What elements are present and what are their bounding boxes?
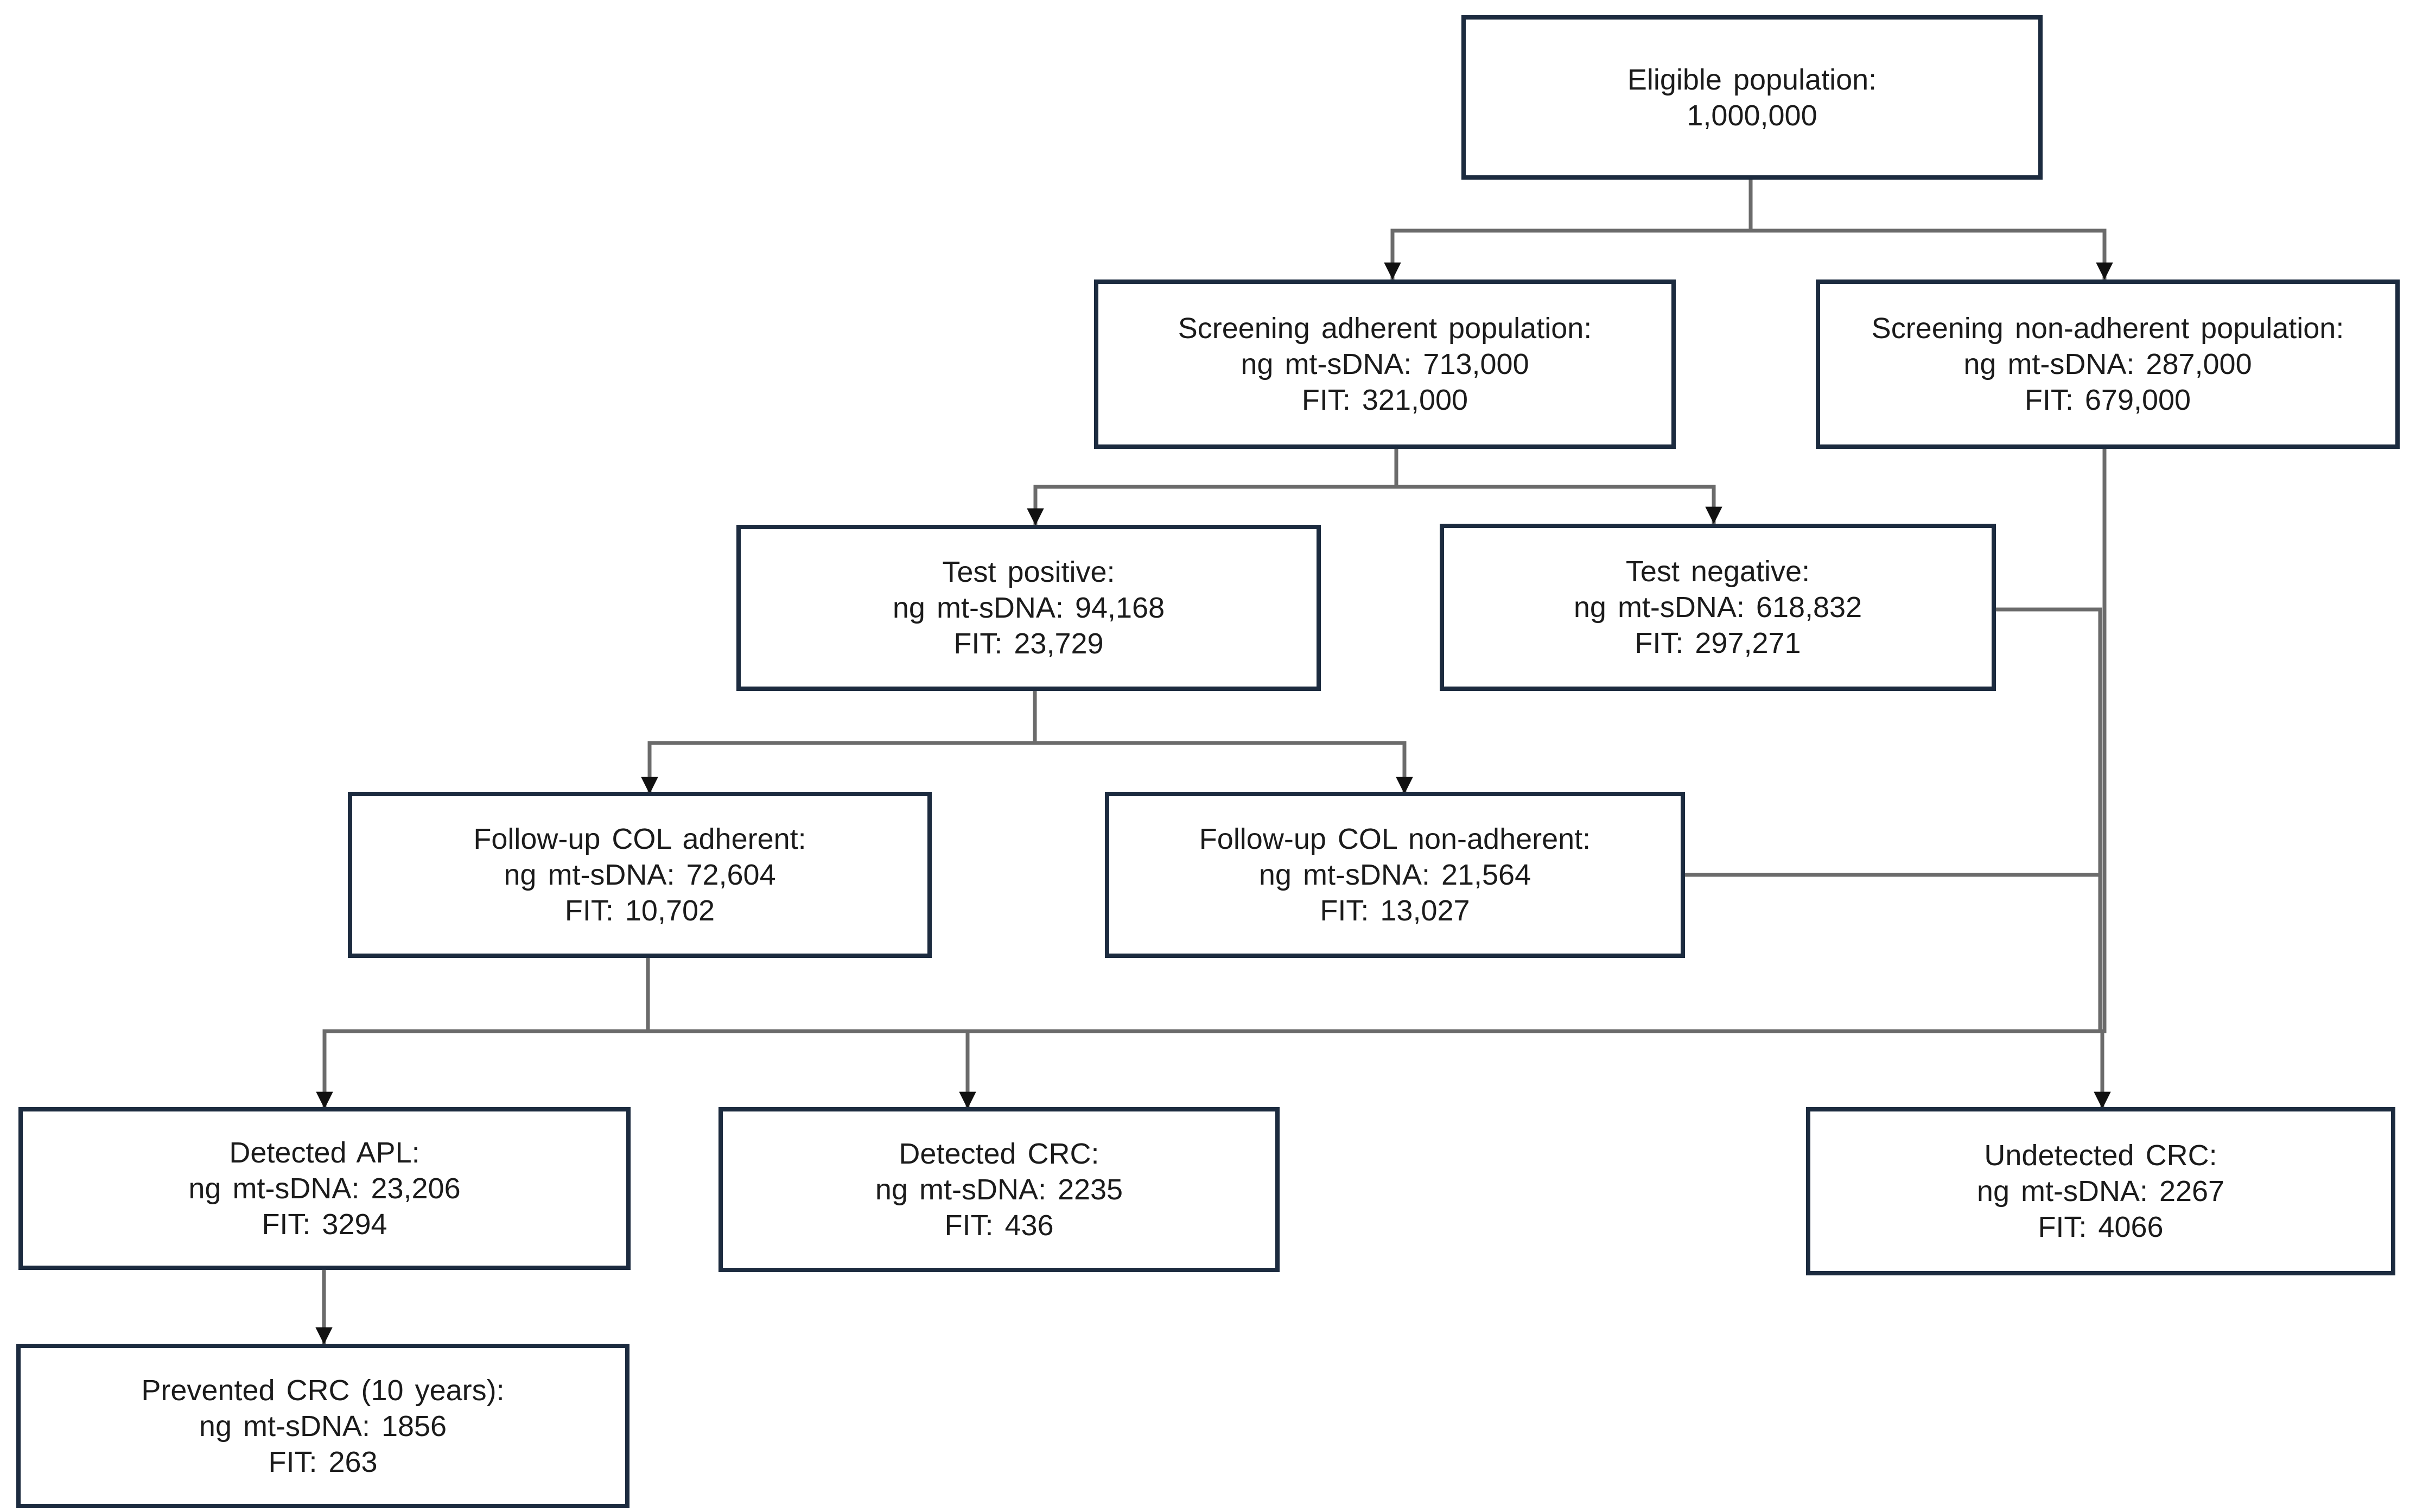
undetected-crc-title: Undetected CRC: [1984,1139,2217,1172]
detected-crc-fit: FIT: 436 [944,1209,1054,1242]
screening-adherent-title: Screening adherent population: [1178,312,1592,345]
eligible-population-title: Eligible population: [1627,63,1877,96]
test-positive-box: Test positive: ng mt-sDNA: 94,168 FIT: 2… [736,525,1321,691]
test-negative-mt-sdna: ng mt-sDNA: 618,832 [1573,591,1862,624]
test-positive-mt-sdna: ng mt-sDNA: 94,168 [892,592,1165,624]
prevented-crc-mt-sdna: ng mt-sDNA: 1856 [199,1409,447,1443]
detected-crc-mt-sdna: ng mt-sDNA: 2235 [875,1173,1123,1206]
col-non-adherent-fit: FIT: 13,027 [1320,894,1470,927]
connector-positive-split [647,688,1407,745]
screening-adherent-box: Screening adherent population: ng mt-sDN… [1094,279,1676,449]
eligible-population-value: 1,000,000 [1687,99,1817,132]
detected-apl-mt-sdna: ng mt-sDNA: 23,206 [188,1172,461,1205]
eligible-population-box: Eligible population: 1,000,000 [1461,15,2043,180]
prevented-crc-fit: FIT: 263 [268,1445,378,1478]
test-negative-title: Test negative: [1625,555,1810,588]
test-positive-fit: FIT: 23,729 [953,627,1104,660]
connector-col-adherent-split [322,957,2107,1033]
col-adherent-box: Follow-up COL adherent: ng mt-sDNA: 72,6… [348,792,932,958]
undetected-crc-fit: FIT: 4066 [2038,1211,2164,1243]
detected-apl-box: Detected APL: ng mt-sDNA: 23,206 FIT: 32… [18,1107,631,1270]
screening-non-adherent-box: Screening non-adherent population: ng mt… [1816,279,2400,449]
undetected-crc-box: Undetected CRC: ng mt-sDNA: 2267 FIT: 40… [1806,1107,2395,1275]
screening-non-adherent-fit: FIT: 679,000 [2024,384,2191,416]
undetected-crc-mt-sdna: ng mt-sDNA: 2267 [1976,1175,2225,1208]
col-adherent-title: Follow-up COL adherent: [473,823,806,855]
screening-adherent-mt-sdna: ng mt-sDNA: 713,000 [1241,348,1529,380]
detected-apl-title: Detected APL: [229,1136,420,1169]
connector-test-negative-merge [1994,607,2102,1033]
col-non-adherent-title: Follow-up COL non-adherent: [1199,823,1591,855]
col-non-adherent-mt-sdna: ng mt-sDNA: 21,564 [1258,859,1531,891]
screening-adherent-fit: FIT: 321,000 [1301,384,1468,416]
connector-eligible-split [1390,177,2107,233]
detected-crc-box: Detected CRC: ng mt-sDNA: 2235 FIT: 436 [718,1107,1280,1272]
prevented-crc-title: Prevented CRC (10 years): [141,1374,505,1407]
detected-crc-title: Detected CRC: [899,1138,1099,1170]
detected-apl-fit: FIT: 3294 [262,1208,387,1241]
screening-non-adherent-mt-sdna: ng mt-sDNA: 287,000 [1963,348,2252,380]
prevented-crc-box: Prevented CRC (10 years): ng mt-sDNA: 18… [16,1344,629,1508]
test-positive-title: Test positive: [942,556,1115,588]
test-negative-box: Test negative: ng mt-sDNA: 618,832 FIT: … [1440,524,1996,691]
col-non-adherent-box: Follow-up COL non-adherent: ng mt-sDNA: … [1105,792,1685,958]
col-adherent-fit: FIT: 10,702 [564,894,715,927]
connector-adherent-split [1033,447,1716,489]
col-adherent-mt-sdna: ng mt-sDNA: 72,604 [504,859,776,891]
screening-non-adherent-title: Screening non-adherent population: [1871,312,2344,345]
test-negative-fit: FIT: 297,271 [1635,627,1801,659]
